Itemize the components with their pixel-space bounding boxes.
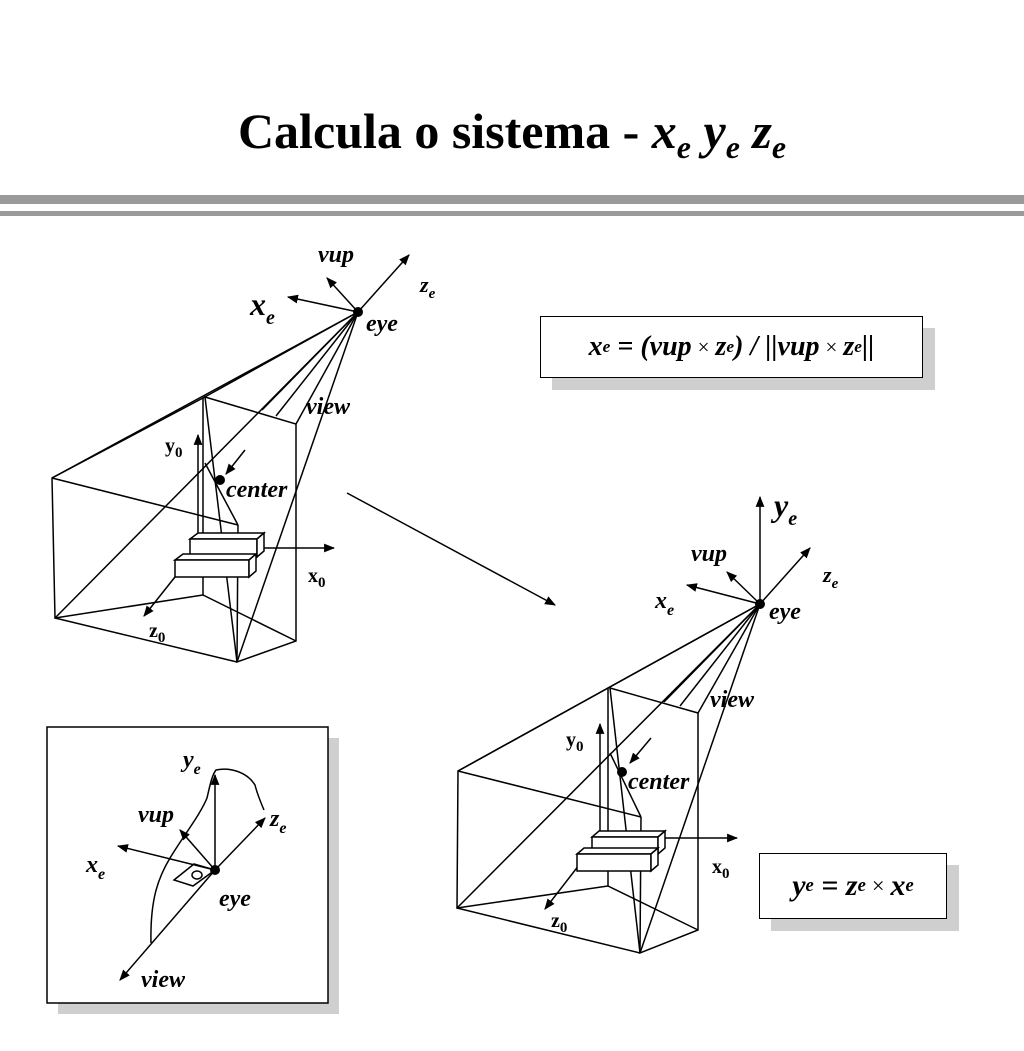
eye-point-1 <box>353 307 363 317</box>
y0-label-2: y0 <box>566 729 584 755</box>
inset-ze-axis <box>214 817 266 871</box>
xe-label-2: xe <box>654 588 674 619</box>
frustum-figure-1 <box>51 254 410 664</box>
x0-label-1: x0 <box>308 565 326 591</box>
title-rule-thin <box>0 211 1024 216</box>
xe-label-1: xe <box>249 286 275 329</box>
center-label-1: center <box>226 477 288 503</box>
inset-eye-point <box>210 865 220 875</box>
view-label-2: view <box>710 687 755 713</box>
ze-arrow-1 <box>357 254 410 313</box>
object-blocks-2 <box>574 829 668 873</box>
eye-point-2 <box>755 599 765 609</box>
inset-eye-label: eye <box>219 886 251 912</box>
inset-vup-label: vup <box>138 802 174 828</box>
ze-label-1: ze <box>419 272 436 302</box>
transition-arrow <box>346 492 556 606</box>
z0-label-1: z0 <box>149 620 165 646</box>
title-var-ze: ze <box>752 103 787 165</box>
inset-ze-label: ze <box>269 806 286 837</box>
far-plane-2 <box>456 686 609 909</box>
inset-xe-axis <box>116 844 216 871</box>
center-point-2 <box>617 767 627 777</box>
vup-label-2: vup <box>691 541 727 567</box>
object-blocks-1 <box>172 531 267 579</box>
title-var-xe: xe <box>651 103 691 165</box>
eye-label-1: eye <box>366 311 398 337</box>
center-label-2: center <box>628 769 690 795</box>
xe-arrow-2 <box>685 583 761 605</box>
inset-view-axis <box>119 869 216 981</box>
title-text: Calcula o sistema - <box>237 103 640 159</box>
view-label-1: view <box>306 394 351 420</box>
title-rule-thick <box>0 195 1024 204</box>
x0-label-2: x0 <box>712 856 730 882</box>
center-point-1 <box>215 475 225 485</box>
head-outline <box>150 768 265 944</box>
ye-label-2: ye <box>770 487 797 530</box>
xe-arrow-1 <box>286 294 359 313</box>
ze-arrow-2 <box>759 547 811 605</box>
inset-view-label: view <box>141 967 186 993</box>
frustum-figure-2 <box>456 495 811 955</box>
center-arrow-2 <box>629 737 652 764</box>
vup-arrow-1 <box>326 277 359 313</box>
vup-label-1: vup <box>318 242 354 268</box>
title-var-ye: ye <box>703 103 740 165</box>
y0-label-1: y0 <box>165 435 183 461</box>
inset-ye-label: ye <box>180 747 201 778</box>
eye-inset: ye vup ze xe eye view <box>46 726 339 1014</box>
inset-xe-label: xe <box>85 852 105 883</box>
vup-arrow-2 <box>726 571 761 605</box>
eye-label-2: eye <box>769 599 801 625</box>
center-arrow-1 <box>225 449 246 475</box>
ze-label-2: ze <box>822 562 839 592</box>
z0-label-2: z0 <box>551 910 567 936</box>
far-plane-1 <box>51 396 204 619</box>
page-title: Calcula o sistema - xe ye ze <box>0 102 1024 165</box>
inset-vup-arrow <box>179 829 216 871</box>
